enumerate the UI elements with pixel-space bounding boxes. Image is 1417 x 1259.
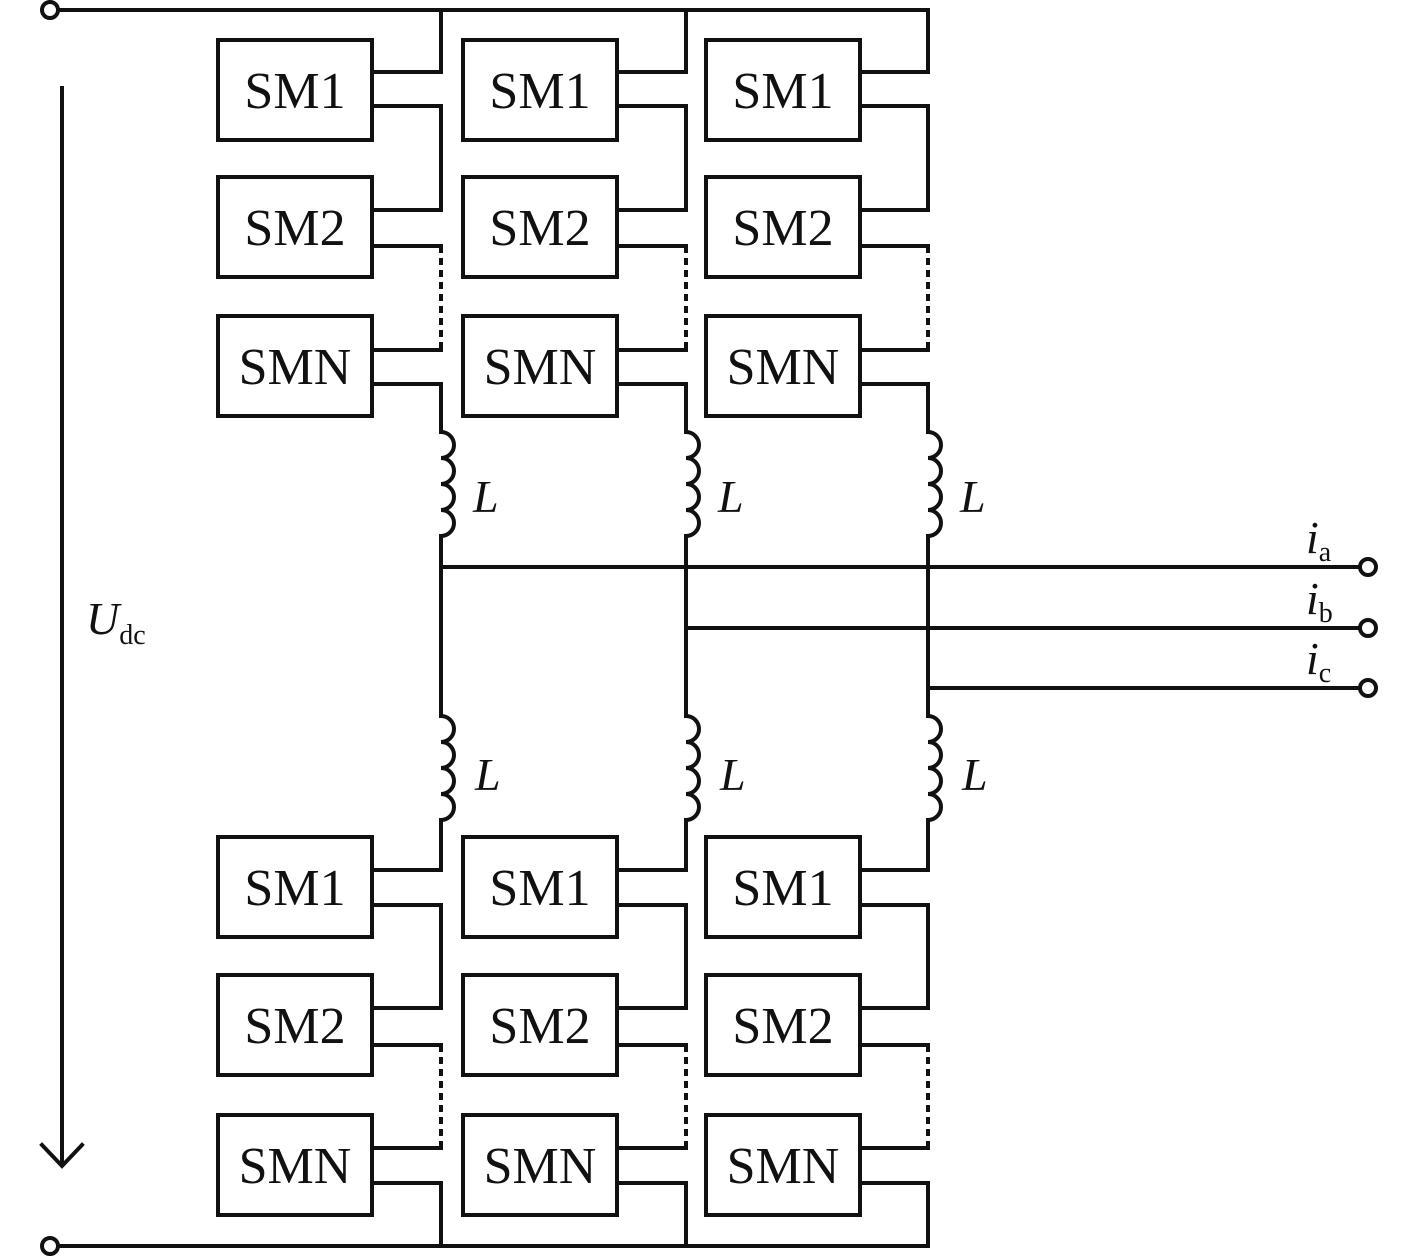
dc-positive-terminal (40, 0, 60, 20)
submodule-label: SMN (484, 339, 597, 396)
submodule-box (461, 175, 619, 279)
phase-current-label: ia (1306, 512, 1332, 568)
upper-wire (370, 8, 443, 74)
current-symbol: i (1306, 512, 1319, 563)
lower-arm-inductor (683, 713, 701, 823)
submodule-box (704, 973, 862, 1077)
submodule-label: SM1 (489, 860, 590, 917)
lower-wire (615, 818, 688, 872)
submodule-box (216, 973, 374, 1077)
submodule-box (704, 314, 862, 418)
submodule-label: SMN (727, 1138, 840, 1195)
inductor-label: L (717, 471, 744, 522)
submodule-label: SM2 (489, 998, 590, 1055)
submodule-label: SM1 (244, 860, 345, 917)
arrow-head (39, 1142, 85, 1169)
upper-wire (858, 104, 930, 212)
upper-arm-inductor (683, 429, 701, 539)
submodule-box (461, 1113, 619, 1217)
submodule-label: SM2 (244, 200, 345, 257)
lower-wire (370, 818, 443, 872)
inductor-label: L (474, 749, 501, 800)
lower-wire (858, 1181, 930, 1248)
lower-wire (615, 1181, 688, 1248)
submodule-box (216, 835, 374, 939)
submodule-label: SM2 (489, 200, 590, 257)
submodule-label: SMN (239, 1138, 352, 1195)
lower-wire (370, 903, 443, 1010)
submodule-label: SM2 (244, 998, 345, 1055)
current-subscript: b (1319, 598, 1333, 629)
submodule-label: SMN (727, 339, 840, 396)
upper-arm-inductor (438, 429, 456, 539)
inductor-label: L (959, 471, 986, 522)
submodule-label: SM2 (732, 998, 833, 1055)
inductor-label: L (472, 471, 499, 522)
upper-wire (858, 382, 930, 434)
ac-output-terminal (1358, 678, 1378, 698)
upper-wire (615, 8, 688, 74)
submodule-box (216, 314, 374, 418)
lower-wire (858, 903, 930, 1010)
lower-wire (370, 1181, 443, 1248)
lower-wire (615, 903, 688, 1010)
submodule-box (461, 973, 619, 1077)
submodule-label: SM2 (732, 200, 833, 257)
lower-arm-inductor (438, 713, 456, 823)
upper-wire (615, 104, 688, 212)
submodule-box (704, 1113, 862, 1217)
dc-voltage-label: Udc (86, 593, 146, 651)
lower-wire (858, 818, 930, 872)
submodule-label: SMN (484, 1138, 597, 1195)
lower-arm-inductor (925, 713, 943, 823)
ac-output-terminal (1358, 557, 1378, 577)
dc-negative-terminal (40, 1236, 60, 1256)
submodule-label: SMN (239, 339, 352, 396)
submodule-box (216, 1113, 374, 1217)
upper-wire (858, 8, 930, 74)
current-symbol: i (1306, 573, 1319, 624)
phase-current-label: ib (1306, 573, 1333, 629)
submodule-box (216, 175, 374, 279)
submodule-label: SM1 (732, 63, 833, 120)
current-subscript: a (1319, 537, 1332, 568)
submodule-label: SM1 (244, 63, 345, 120)
inductor-label: L (961, 749, 988, 800)
submodule-box (461, 314, 619, 418)
voltage-symbol: U (86, 593, 122, 644)
upper-arm-inductor (925, 429, 943, 539)
voltage-subscript: dc (119, 620, 145, 651)
phase-current-label: ic (1306, 633, 1331, 689)
submodule-label: SM1 (489, 63, 590, 120)
submodule-label: SM1 (732, 860, 833, 917)
upper-wire (370, 382, 443, 434)
upper-wire (615, 382, 688, 434)
submodule-box (216, 38, 374, 142)
submodule-box (461, 835, 619, 939)
inductor-label: L (719, 749, 746, 800)
current-symbol: i (1306, 633, 1319, 684)
submodule-box (461, 38, 619, 142)
submodule-box (704, 38, 862, 142)
upper-wire (370, 104, 443, 212)
ac-output-terminal (1358, 618, 1378, 638)
current-subscript: c (1319, 658, 1331, 689)
submodule-box (704, 175, 862, 279)
submodule-box (704, 835, 862, 939)
